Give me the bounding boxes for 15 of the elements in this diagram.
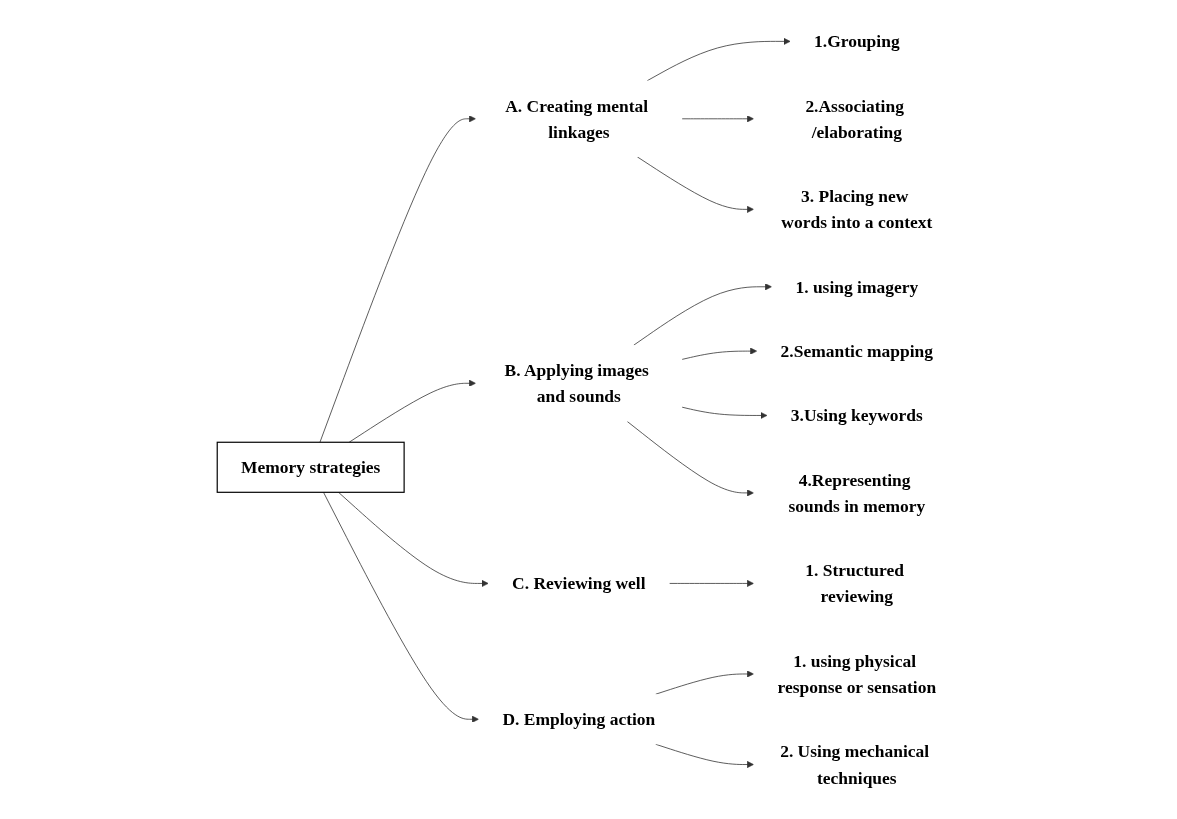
node-text: 3. Placing new words into a context [781,186,933,233]
node-text: 2.Associating /elaborating [805,95,904,142]
node-text: D. Employing action [502,709,656,730]
node-text: C. Reviewing well [511,573,646,594]
node-text: 4.Representing sounds in memory [788,469,926,516]
node-text: 1. using imagery [795,276,919,297]
node-text: A. Creating mental linkages [505,95,648,142]
node-text: 1. Structured reviewing [805,560,904,607]
node-text: 1. using physical response or sensation [777,650,936,698]
node-text: 2. Using mechanical techniques [779,741,929,788]
node-box: Memory strategies [216,441,405,493]
node-text: B. Applying images and sounds [504,360,649,407]
node-text: 3.Using keywords [790,405,923,426]
node-text: 2.Semantic mapping [780,341,933,362]
node-text: 1.Grouping [813,31,900,52]
